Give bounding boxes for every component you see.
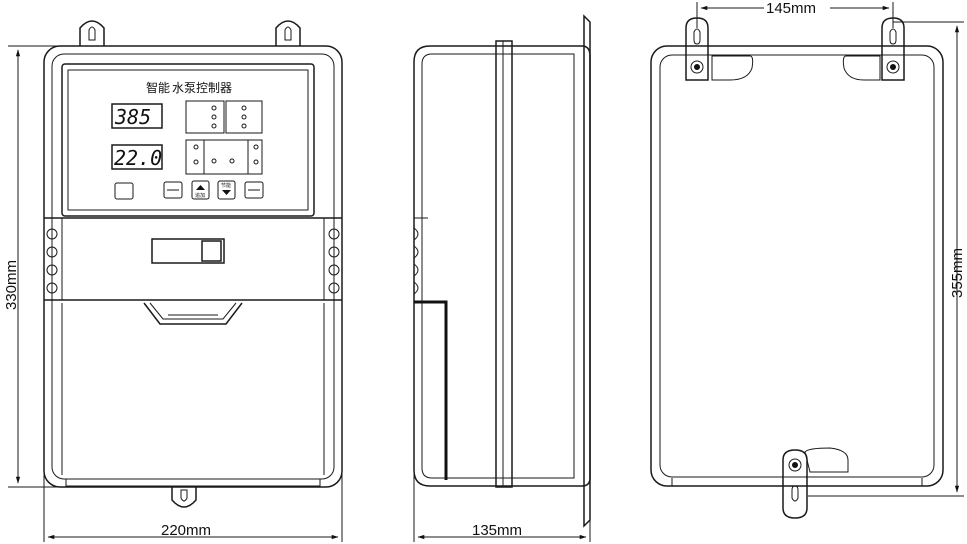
brand-label: 智能 bbox=[146, 80, 170, 95]
rocker-switch-toggle[interactable] bbox=[201, 240, 222, 262]
front-height-label: 330mm bbox=[3, 260, 20, 310]
display-top-value: 385 bbox=[114, 105, 151, 129]
rocker-switch-housing bbox=[151, 238, 225, 264]
back-view bbox=[650, 17, 944, 519]
front-foot-strip bbox=[65, 479, 321, 487]
display-bottom-frame bbox=[111, 144, 163, 170]
control-panel-frame bbox=[61, 63, 315, 217]
up-button-label: 追加 bbox=[195, 192, 205, 199]
front-view: 智能 水泵控制器 385 22.0 bbox=[43, 20, 343, 508]
function-button-left[interactable] bbox=[163, 181, 183, 199]
top-mount-tab-right bbox=[275, 20, 301, 46]
dimension-side-depth: 135mm bbox=[413, 470, 591, 542]
side-mount-plate bbox=[583, 14, 591, 528]
side-view bbox=[413, 14, 591, 528]
cover-latch[interactable] bbox=[143, 302, 243, 325]
back-housing bbox=[650, 45, 944, 487]
dimension-front-height: 330mm bbox=[3, 45, 60, 488]
front-housing bbox=[43, 45, 343, 488]
down-button-label: 节能 bbox=[221, 182, 231, 189]
front-width-label: 220mm bbox=[161, 522, 211, 539]
front-inner-edge bbox=[51, 53, 335, 480]
down-button[interactable]: 节能 bbox=[217, 180, 236, 200]
display-top-frame bbox=[111, 103, 163, 129]
power-button[interactable] bbox=[114, 182, 134, 200]
function-button-right[interactable] bbox=[244, 181, 264, 199]
cover-edge bbox=[414, 300, 448, 480]
side-grip-right bbox=[328, 228, 340, 294]
dimension-mount-height: 355mm bbox=[808, 21, 966, 497]
side-seam bbox=[495, 40, 513, 488]
bottom-mount-tab bbox=[171, 487, 197, 508]
mount-spacing-label: 145mm bbox=[766, 0, 816, 17]
control-panel-face bbox=[67, 69, 309, 211]
side-housing bbox=[413, 45, 591, 487]
side-depth-label: 135mm bbox=[472, 522, 522, 539]
led-group-bottom bbox=[185, 139, 263, 175]
top-mount-tab-left bbox=[79, 20, 105, 46]
display-bottom-value: 22.0 bbox=[114, 146, 162, 170]
up-button[interactable]: 追加 bbox=[191, 180, 210, 200]
led-group-top bbox=[185, 100, 263, 134]
side-grip-left bbox=[46, 228, 58, 294]
back-bracket-bottom bbox=[782, 447, 849, 519]
mount-height-label: 355mm bbox=[949, 248, 966, 298]
side-grip bbox=[413, 217, 428, 295]
dimension-front-width: 220mm bbox=[43, 470, 343, 542]
product-title: 水泵控制器 bbox=[172, 81, 232, 95]
dimension-mount-spacing: 145mm bbox=[696, 0, 894, 28]
